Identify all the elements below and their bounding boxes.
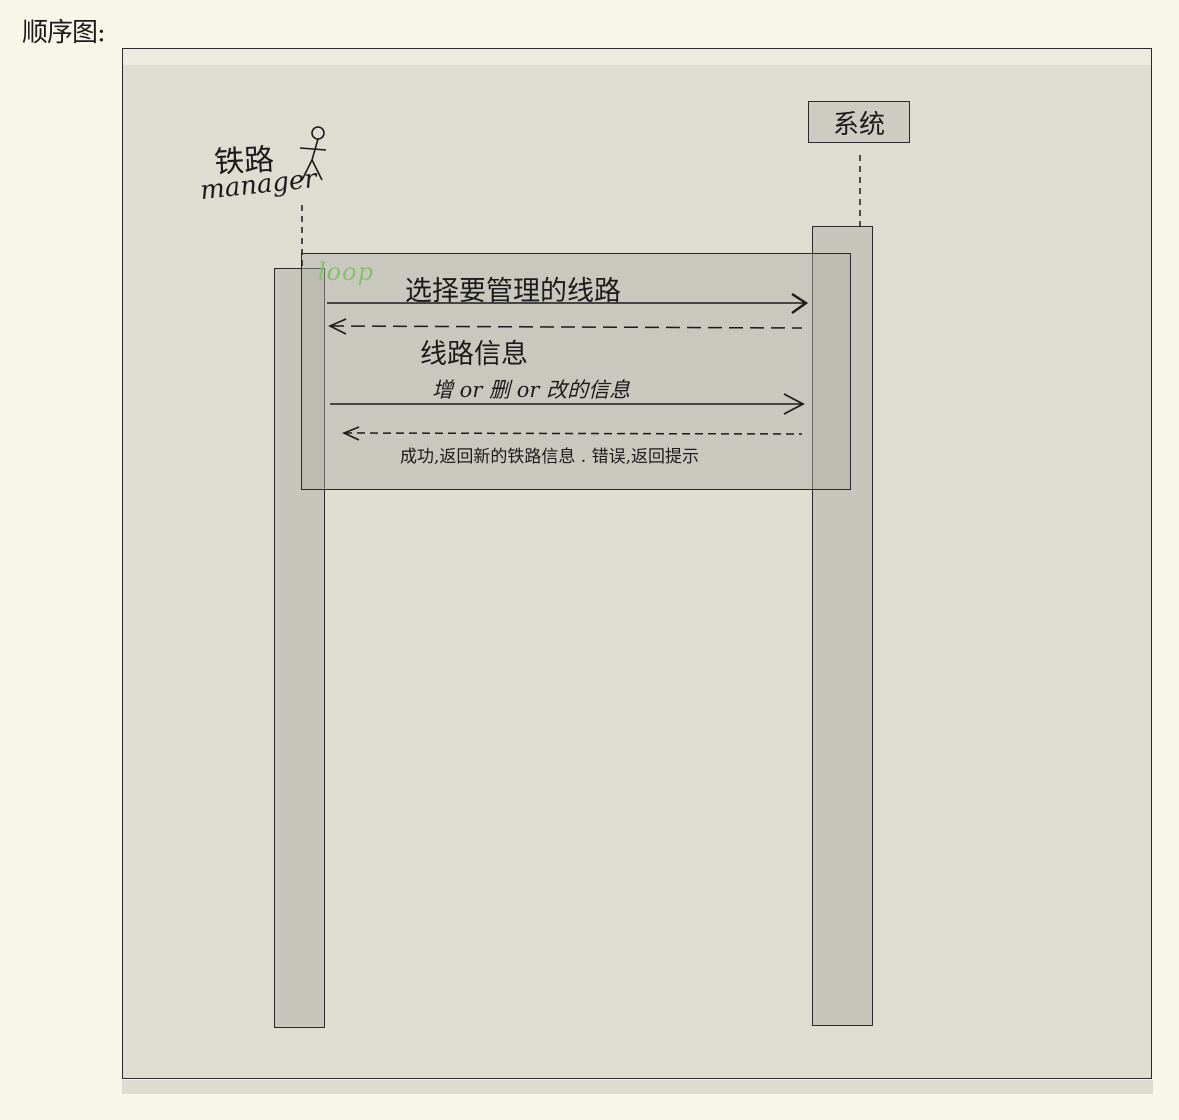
system-lifeline-box: 系统: [808, 101, 910, 143]
loop-label: loop: [318, 258, 374, 286]
message-label-1: 选择要管理的线路: [405, 276, 621, 307]
message-label-3: 增 or 删 or 改的信息: [432, 378, 631, 402]
actor-stick-figure-icon: [299, 126, 327, 181]
diagram-heading: 顺序图:: [22, 18, 106, 48]
message-label-2: 线路信息: [420, 339, 528, 370]
message-arrow-4: [341, 426, 803, 441]
message-arrow-2: [328, 318, 803, 335]
frame-bottom-band: [122, 1080, 1153, 1094]
frame-top-band: [123, 49, 1151, 65]
loop-fragment: [301, 253, 851, 490]
message-arrow-3: [330, 393, 805, 415]
message-arrow-1: [327, 292, 809, 314]
system-activation-bar: [812, 226, 873, 1026]
actor-activation-bar: [274, 268, 325, 1028]
system-name: 系统: [832, 109, 885, 140]
message-label-4: 成功,返回新的铁路信息 . 错误,返回提示: [400, 447, 700, 467]
